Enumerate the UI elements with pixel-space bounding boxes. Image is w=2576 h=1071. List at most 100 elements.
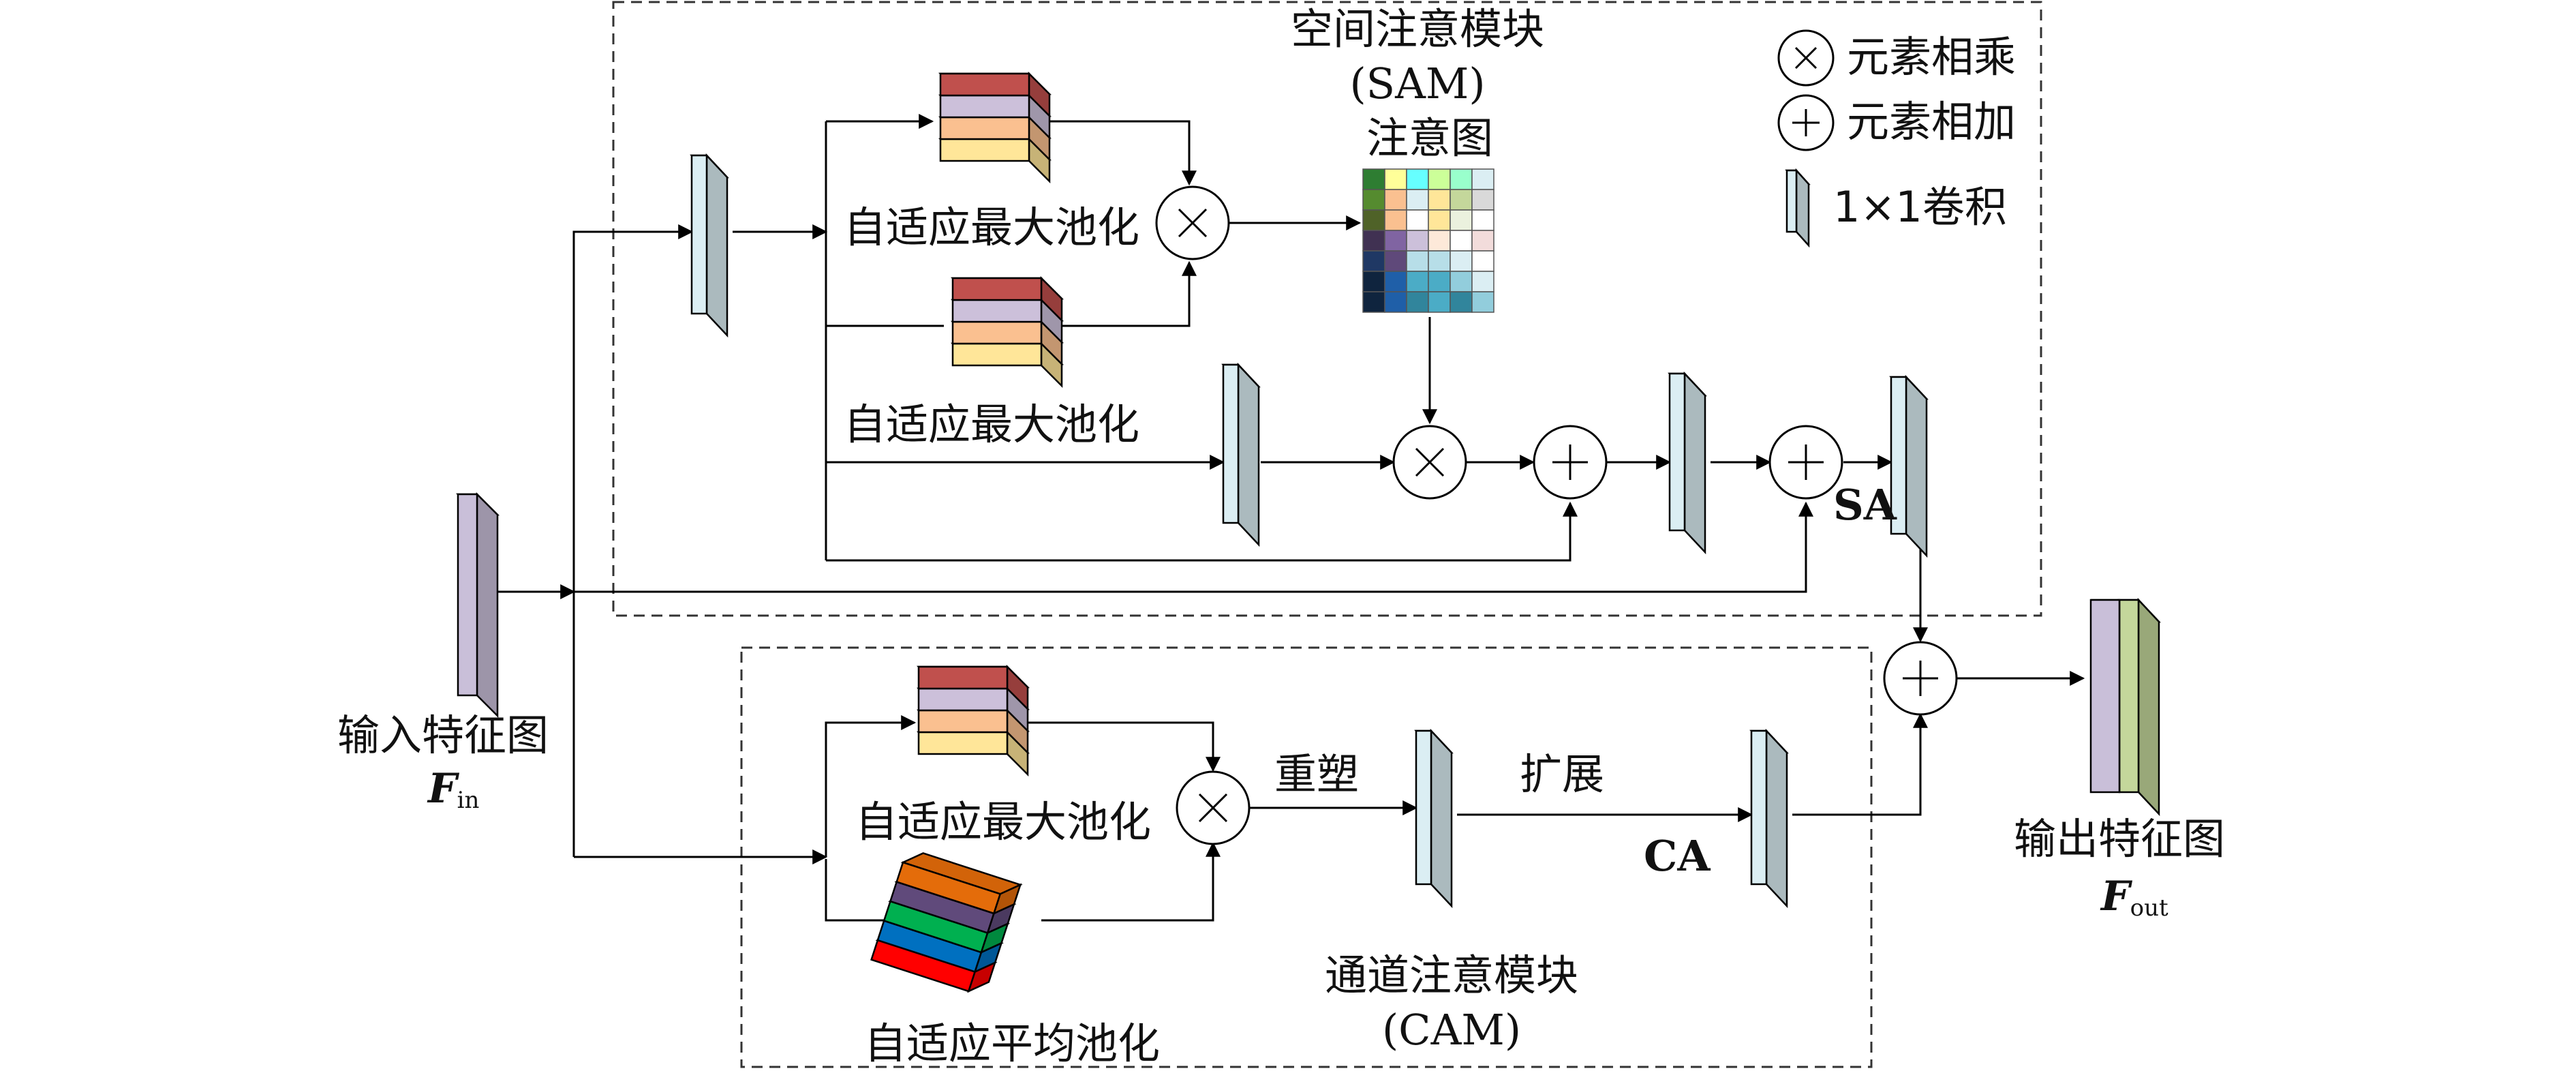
attention-cell (1362, 230, 1385, 252)
attention-map-label: 注意图 (1366, 113, 1494, 163)
multiply-op-sam-top (1155, 185, 1230, 260)
attention-cell (1406, 209, 1429, 231)
attention-cell (1450, 250, 1473, 272)
sam-pool-top-label: 自适应最大池化 (844, 202, 1140, 252)
attention-cell (1428, 168, 1451, 190)
ca-label: CA (1644, 831, 1711, 881)
attention-cell (1471, 271, 1494, 292)
cam-maxpool-stack-layer-4 (916, 729, 1030, 777)
add-op-sam-1 (1533, 425, 1608, 500)
attention-cell (1450, 230, 1473, 252)
attention-cell (1384, 271, 1407, 292)
cam-conv-block-2 (1749, 728, 1789, 909)
input-symbol-subscript: in (457, 787, 480, 814)
attention-cell (1450, 271, 1473, 292)
cam-title: 通道注意模块 (1324, 950, 1579, 1000)
cam-avgpool-stack (870, 852, 1023, 993)
sam-maxpool-stack-top (938, 71, 1052, 184)
attention-cell (1471, 209, 1494, 231)
attention-cell (1406, 271, 1429, 292)
attention-cell (1450, 189, 1473, 211)
sam-maxpool-stack-top-layer-2 (938, 93, 1052, 140)
reshape-label: 重塑 (1274, 749, 1360, 799)
attention-cell (1428, 189, 1451, 211)
legend-conv-icon (1785, 168, 1811, 248)
attention-cell (1406, 168, 1429, 190)
cam-title-abbr: (CAM) (1381, 1005, 1522, 1055)
legend-conv-label: 1×1卷积 (1833, 182, 2007, 232)
multiply-op-cam (1176, 770, 1251, 845)
attention-cell (1362, 189, 1385, 211)
attention-cell (1471, 250, 1494, 272)
sam-conv-block-2 (1221, 362, 1261, 547)
sam-maxpool-stack-top-layer-1 (938, 71, 1052, 119)
input-label: 输入特征图 (337, 710, 549, 760)
attention-cell (1428, 291, 1451, 313)
attention-cell (1428, 250, 1451, 272)
multiply-op-sam-mid (1392, 425, 1467, 500)
output-symbol-letter: F (2101, 873, 2130, 920)
attention-cell (1362, 209, 1385, 231)
add-op-sam-2 (1768, 425, 1843, 500)
attention-cell (1428, 209, 1451, 231)
cam-maxpool-stack (916, 664, 1030, 777)
attention-cell (1384, 250, 1407, 272)
cam-maxpool-stack-layer-2 (916, 686, 1030, 734)
attention-cell (1384, 230, 1407, 252)
output-feature-block-a (2089, 599, 2121, 794)
sam-title: 空间注意模块 (1290, 4, 1545, 54)
attention-cell (1471, 291, 1494, 313)
attention-cell (1471, 230, 1494, 252)
expand-label: 扩展 (1520, 749, 1605, 799)
sam-maxpool-stack-bottom (950, 275, 1064, 389)
attention-cell (1406, 230, 1429, 252)
cam-avgpool-layer-1 (895, 852, 1023, 916)
attention-cell (1428, 271, 1451, 292)
input-feature-block (455, 492, 500, 719)
attention-cell (1450, 291, 1473, 313)
output-label: 输出特征图 (2014, 814, 2226, 864)
sam-maxpool-stack-top-layer-4 (938, 136, 1052, 184)
sam-conv-block-sa (1889, 374, 1929, 558)
sam-conv-block-3 (1668, 371, 1707, 555)
sam-title-abbr: (SAM) (1349, 59, 1486, 108)
output-feature-block-b (2117, 597, 2161, 817)
legend-add-icon (1777, 94, 1835, 151)
attention-cell (1428, 230, 1451, 252)
attention-cell (1471, 189, 1494, 211)
attention-cell (1362, 168, 1385, 190)
attention-cell (1384, 189, 1407, 211)
legend-multiply-icon (1777, 29, 1835, 87)
output-symbol-subscript: out (2130, 894, 2168, 922)
sa-label: SA (1833, 480, 1897, 530)
attention-cell (1362, 271, 1385, 292)
attention-cell (1362, 291, 1385, 313)
attention-cell (1406, 250, 1429, 272)
attention-cell (1362, 250, 1385, 272)
legend-add-label: 元素相加 (1847, 97, 2017, 147)
output-symbol: Fout (2101, 875, 2168, 920)
attention-cell (1450, 168, 1473, 190)
attention-cell (1450, 209, 1473, 231)
attention-cell (1406, 189, 1429, 211)
sam-module-box (612, 1, 2042, 617)
attention-cell (1384, 291, 1407, 313)
connection-lines (496, 114, 2085, 928)
sam-pool-bottom-label: 自适应最大池化 (844, 399, 1140, 449)
input-symbol: Fin (428, 767, 479, 812)
attention-cell (1384, 209, 1407, 231)
cam-avgpool-label: 自适应平均池化 (864, 1019, 1161, 1068)
sam-conv-block-1 (690, 153, 729, 338)
attention-cell (1471, 168, 1494, 190)
attention-cell (1384, 168, 1407, 190)
cam-maxpool-label: 自适应最大池化 (855, 797, 1152, 847)
cam-maxpool-stack-layer-1 (916, 664, 1030, 712)
sam-maxpool-stack-bottom-layer-1 (950, 275, 1064, 323)
add-op-final (1883, 641, 1958, 716)
input-symbol-letter: F (428, 765, 457, 813)
legend-multiply-label: 元素相乘 (1847, 32, 2017, 82)
cam-conv-block-1 (1414, 728, 1454, 909)
attention-cell (1406, 291, 1429, 313)
operators (1155, 29, 1958, 845)
